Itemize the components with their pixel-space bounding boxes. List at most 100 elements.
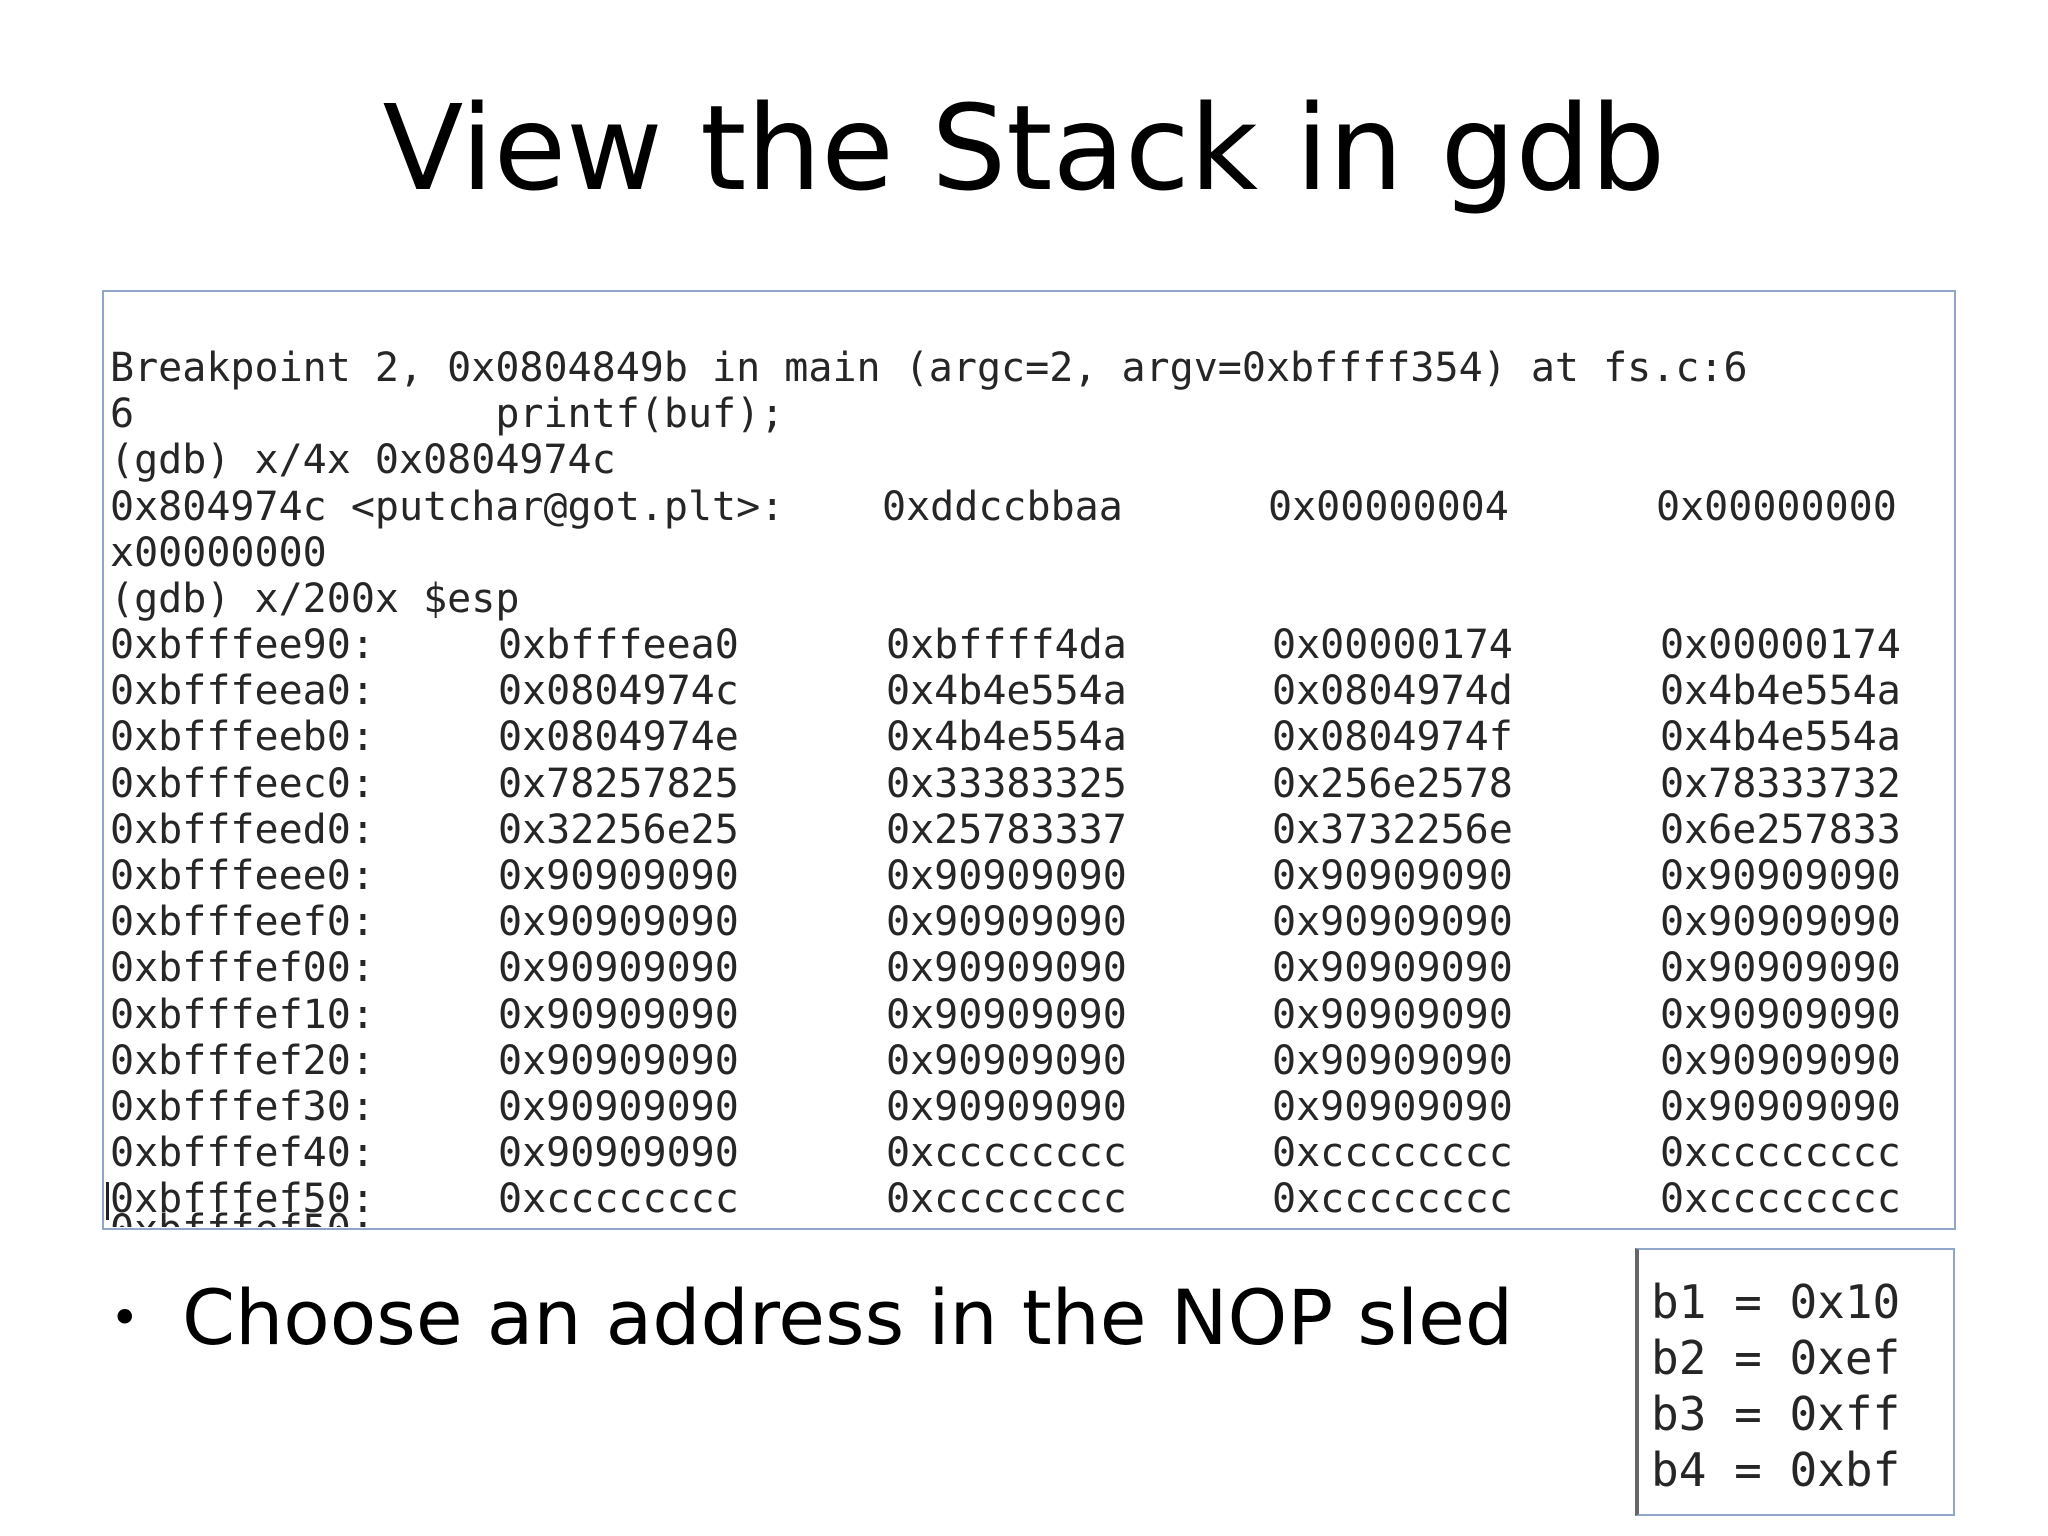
memory-word: 0x4b4e554a — [1660, 668, 1901, 715]
stack-row: 0xbfffeed0: 0x32256e25 0x25783337 0x3732256… — [110, 806, 1954, 853]
stack-row: 0xbfffef00: 0x90909090 0x90909090 0x9090909… — [110, 945, 1954, 992]
stack-row: 0xbfffeec0: 0x78257825 0x33383325 0x256e257… — [110, 760, 1954, 807]
memory-word: 0x90909090 — [886, 945, 1127, 992]
memory-word: 0x0804974d — [1272, 668, 1513, 715]
stack-address: 0xbfffee90: — [110, 622, 375, 668]
memory-word: 0x90909090 — [886, 991, 1127, 1038]
stack-address: 0xbfffef20: — [110, 1037, 375, 1084]
memory-word: 0x90909090 — [498, 945, 739, 992]
memory-word: 0x90909090 — [886, 1083, 1127, 1130]
stack-row: 0xbfffef50: 0xcccccccc 0xcccccccc 0xccccccc… — [110, 1176, 1954, 1223]
byte-values-box: b1 = 0x10 b2 = 0xef b3 = 0xff b4 = 0xbf — [1635, 1248, 1955, 1516]
memory-word: 0x90909090 — [1272, 945, 1513, 992]
memory-word: 0x256e2578 — [1272, 760, 1513, 807]
bullet-text: Choose an address in the NOP sled — [182, 1273, 1514, 1362]
memory-word: 0x00000004 — [1268, 483, 1509, 530]
memory-word: 0xddccbbaa — [882, 483, 1123, 530]
memory-word: 0xcccccccc — [498, 1176, 739, 1223]
memory-word: 0x90909090 — [498, 991, 739, 1038]
terminal-line: (gdb) x/200x $esp — [110, 575, 1954, 622]
slide-title: View the Stack in gdb — [382, 79, 1666, 217]
stack-row: 0xbfffef30: 0x90909090 0x90909090 0x9090909… — [110, 1083, 1954, 1130]
memory-word: 0x00000174 — [1272, 622, 1513, 668]
stack-row: 0xbfffef40: 0x90909090 0xcccccccc 0xccccccc… — [110, 1130, 1954, 1177]
stack-address: 0xbfffef00: — [110, 945, 375, 992]
stack-address: 0xbfffeec0: — [110, 760, 375, 807]
memory-word: 0x90909090 — [1660, 1037, 1901, 1084]
bullet-point: • Choose an address in the NOP sled — [110, 1270, 1513, 1366]
terminal-line: x00000000 — [110, 529, 1954, 576]
memory-word: 0xcccccccc — [1660, 1176, 1901, 1223]
memory-word: 0x00000174 — [1660, 622, 1901, 668]
memory-word: 0x90909090 — [498, 852, 739, 899]
memory-word: 0x90909090 — [1272, 1037, 1513, 1084]
memory-word: 0xcccccccc — [886, 1130, 1127, 1177]
memory-word: 0x0804974c — [498, 668, 739, 715]
byte-value-line: b4 = 0xbf — [1651, 1443, 1901, 1497]
memory-word: 0x4b4e554a — [886, 668, 1127, 715]
memory-word: 0x90909090 — [498, 1037, 739, 1084]
breakpoint-line: Breakpoint 2, 0x0804849b in main (argc=2… — [110, 345, 1748, 391]
memory-word: 0xbffff4da — [886, 622, 1127, 668]
memory-word: 0x90909090 — [1272, 991, 1513, 1038]
stack-address: 0xbfffeef0: — [110, 899, 375, 946]
terminal-line: 6 printf(buf); — [110, 391, 1954, 438]
byte-value-line: b3 = 0xff — [1651, 1387, 1901, 1441]
byte-value-line: b1 = 0x10 — [1651, 1275, 1901, 1329]
stack-address: 0xbfffef30: — [110, 1083, 375, 1130]
terminal-output: Breakpoint 2, 0x0804849b in main (argc=2… — [110, 345, 1954, 622]
wrapped-word: x00000000 — [110, 529, 327, 576]
memory-word: 0xcccccccc — [1660, 1130, 1901, 1177]
memory-word: 0x32256e25 — [498, 806, 739, 853]
memory-word: 0x3732256e — [1272, 806, 1513, 853]
memory-word: 0x90909090 — [1272, 1083, 1513, 1130]
stack-address: 0xbfffef40: — [110, 1130, 375, 1177]
stack-row: 0xbfffeee0: 0x90909090 0x90909090 0x9090909… — [110, 852, 1954, 899]
gdb-terminal-screenshot: Breakpoint 2, 0x0804849b in main (argc=2… — [102, 290, 1956, 1230]
stack-address: 0xbfffeed0: — [110, 806, 375, 853]
memory-word: 0x0804974f — [1272, 714, 1513, 761]
stack-dump: 0xbfffee90: 0xbfffeea0 0xbffff4da 0x0000017… — [110, 622, 1954, 1223]
terminal-line: Breakpoint 2, 0x0804849b in main (argc=2… — [110, 345, 1954, 391]
terminal-line: 0x804974c <putchar@got.plt>: 0xddccbbaa … — [110, 483, 1954, 530]
memory-word: 0x33383325 — [886, 760, 1127, 807]
source-line: 6 printf(buf); — [110, 391, 785, 438]
memory-word: 0x90909090 — [1272, 899, 1513, 946]
memory-word: 0x78257825 — [498, 760, 739, 807]
memory-word: 0x90909090 — [498, 1130, 739, 1177]
stack-address: 0xbfffef50: — [110, 1207, 498, 1227]
gdb-command-x4: (gdb) x/4x 0x0804974c — [110, 437, 616, 484]
stack-row: 0xbfffee90: 0xbfffeea0 0xbffff4da 0x0000017… — [110, 622, 1954, 668]
stack-address: 0xbfffeee0: — [110, 852, 375, 899]
memory-word: 0x90909090 — [886, 852, 1127, 899]
stack-row: 0xbfffef10: 0x90909090 0x90909090 0x9090909… — [110, 991, 1954, 1038]
memory-word: 0x78333732 — [1660, 760, 1901, 807]
memory-word: 0x90909090 — [1660, 899, 1901, 946]
memory-word: 0xcccccccc — [1272, 1176, 1513, 1223]
memory-word: 0x90909090 — [1660, 945, 1901, 992]
stack-address: 0xbfffef10: — [110, 991, 375, 1038]
stack-address: 0xbfffeeb0: — [110, 714, 375, 761]
terminal-cursor — [106, 1182, 109, 1220]
memory-word: 0xbfffeea0 — [498, 622, 739, 668]
gdb-command-esp: (gdb) x/200x $esp — [110, 575, 520, 622]
stack-row: 0xbfffeeb0: 0x0804974e 0x4b4e554a 0x0804974… — [110, 714, 1954, 761]
stack-address: 0xbfffeea0: — [110, 668, 375, 715]
memory-word: 0xcccccccc — [886, 1176, 1127, 1223]
cut-off-row: 0xbfffef50: — [110, 1207, 498, 1227]
memory-word: 0x90909090 — [1272, 852, 1513, 899]
stack-row: 0xbfffeea0: 0x0804974c 0x4b4e554a 0x0804974… — [110, 668, 1954, 715]
memory-word: 0x90909090 — [498, 1083, 739, 1130]
stack-address: 0xbfffef50: — [110, 1176, 375, 1223]
memory-word: 0x90909090 — [886, 899, 1127, 946]
memory-word: 0x6e257833 — [1660, 806, 1901, 853]
byte-value-line: b2 = 0xef — [1651, 1331, 1901, 1385]
memory-word: 0x90909090 — [886, 1037, 1127, 1084]
memory-word: 0x25783337 — [886, 806, 1127, 853]
memory-word: 0x90909090 — [498, 899, 739, 946]
memory-word: 0x90909090 — [1660, 991, 1901, 1038]
bullet-icon: • — [110, 1289, 140, 1347]
memory-word: 0x90909090 — [1660, 852, 1901, 899]
memory-word: 0x0804974e — [498, 714, 739, 761]
memory-word: 0x4b4e554a — [1660, 714, 1901, 761]
